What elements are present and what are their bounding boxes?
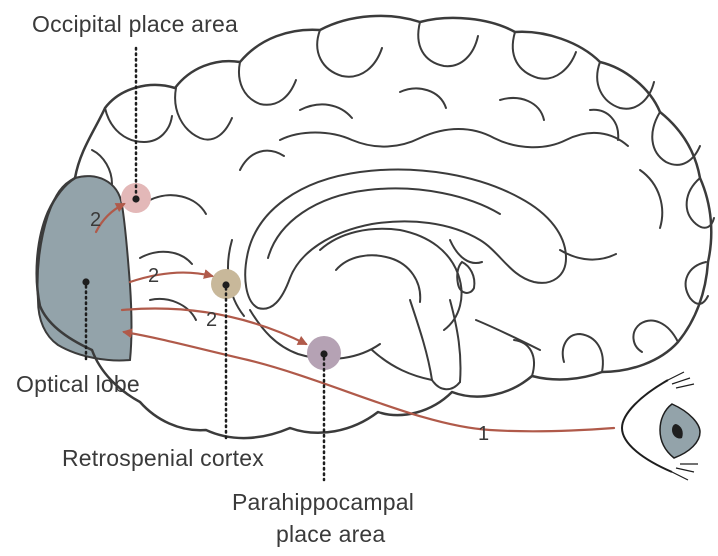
optical-dot [82, 278, 89, 285]
optical-lobe-label: Optical lobe [16, 372, 140, 397]
occipital-place-area-label: Occipital place area [32, 12, 238, 37]
parahippocampal-dot [320, 350, 327, 357]
pathway-number-retrospenial: 2 [148, 265, 159, 287]
retrospenial-cortex-label: Retrospenial cortex [62, 446, 264, 471]
pathway-number-occipital: 2 [90, 209, 101, 231]
gyri-lines [92, 22, 714, 376]
pathway-number-eye: 1 [478, 423, 489, 445]
parahippocampal-label-line1: Parahippocampal [232, 490, 414, 515]
pathway-arrows [96, 204, 614, 431]
eye-icon [622, 372, 700, 480]
pathway-number-parahippocampal: 2 [206, 309, 217, 331]
occipital-dot [132, 195, 139, 202]
parahippocampal-label-line2: place area [276, 522, 385, 547]
optical-to-retrospenial-path [130, 273, 212, 282]
inner-structures [228, 170, 616, 390]
eye-to-optical-path [124, 332, 614, 431]
